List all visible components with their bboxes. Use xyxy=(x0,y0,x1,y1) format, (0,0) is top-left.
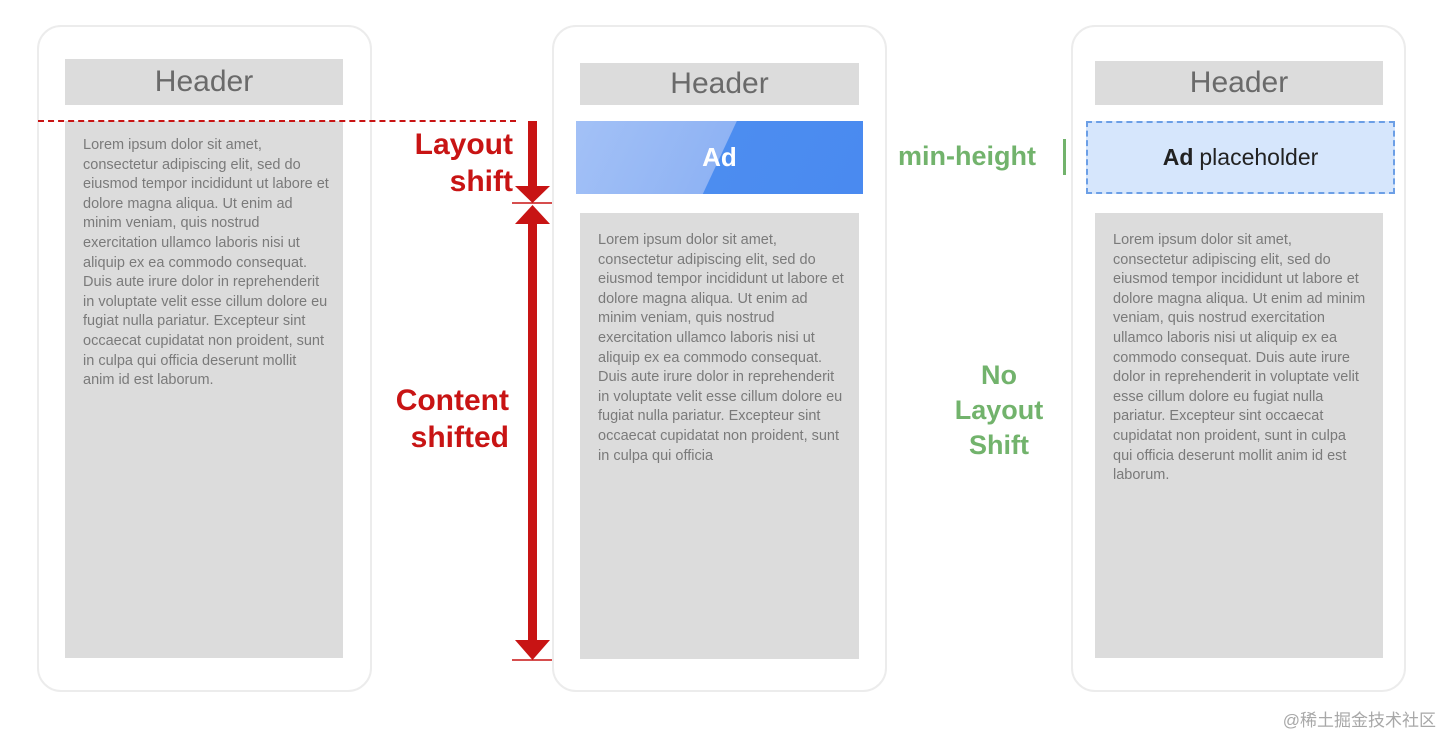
original-content-top-line xyxy=(38,120,516,122)
layout-shift-arrow xyxy=(512,121,553,204)
header-phone-1: Header xyxy=(65,59,343,105)
content-block-phone-2 xyxy=(580,213,859,659)
min-height-bracket xyxy=(1063,139,1066,175)
ad-banner: Ad xyxy=(576,121,863,194)
watermark: @稀土掘金技术社区 xyxy=(1282,711,1436,730)
layout-shift-label: Layout shift xyxy=(395,126,513,200)
layout-shift-label-line-2: shift xyxy=(449,165,513,198)
content-block-phone-1 xyxy=(65,121,343,658)
min-height-label: min-height xyxy=(898,141,1036,171)
ad-placeholder-text: placeholder xyxy=(1199,144,1319,170)
content-shifted-label-line-2: shifted xyxy=(410,421,509,454)
content-block-phone-3 xyxy=(1095,213,1383,658)
header-phone-3: Header xyxy=(1095,61,1383,105)
layout-shift-label-line-1: Layout xyxy=(414,128,513,161)
no-layout-shift-line-1: No xyxy=(981,360,1017,390)
lorem-text-phone-1: Lorem ipsum dolor sit amet, consectetur … xyxy=(83,137,329,389)
content-shifted-label: Content shifted xyxy=(370,382,509,456)
no-layout-shift-label: No Layout Shift xyxy=(942,358,1056,463)
content-shifted-arrow xyxy=(512,205,553,661)
lorem-text-phone-2: Lorem ipsum dolor sit amet, consectetur … xyxy=(598,232,844,464)
ad-placeholder: Ad placeholder xyxy=(1086,121,1395,194)
no-layout-shift-line-3: Shift xyxy=(969,430,1029,460)
header-phone-2: Header xyxy=(580,63,859,105)
no-layout-shift-line-2: Layout xyxy=(954,395,1044,425)
lorem-text-phone-3: Lorem ipsum dolor sit amet, consectetur … xyxy=(1113,232,1366,484)
ad-placeholder-bold: Ad xyxy=(1162,144,1194,170)
content-shifted-label-line-1: Content xyxy=(395,384,509,417)
